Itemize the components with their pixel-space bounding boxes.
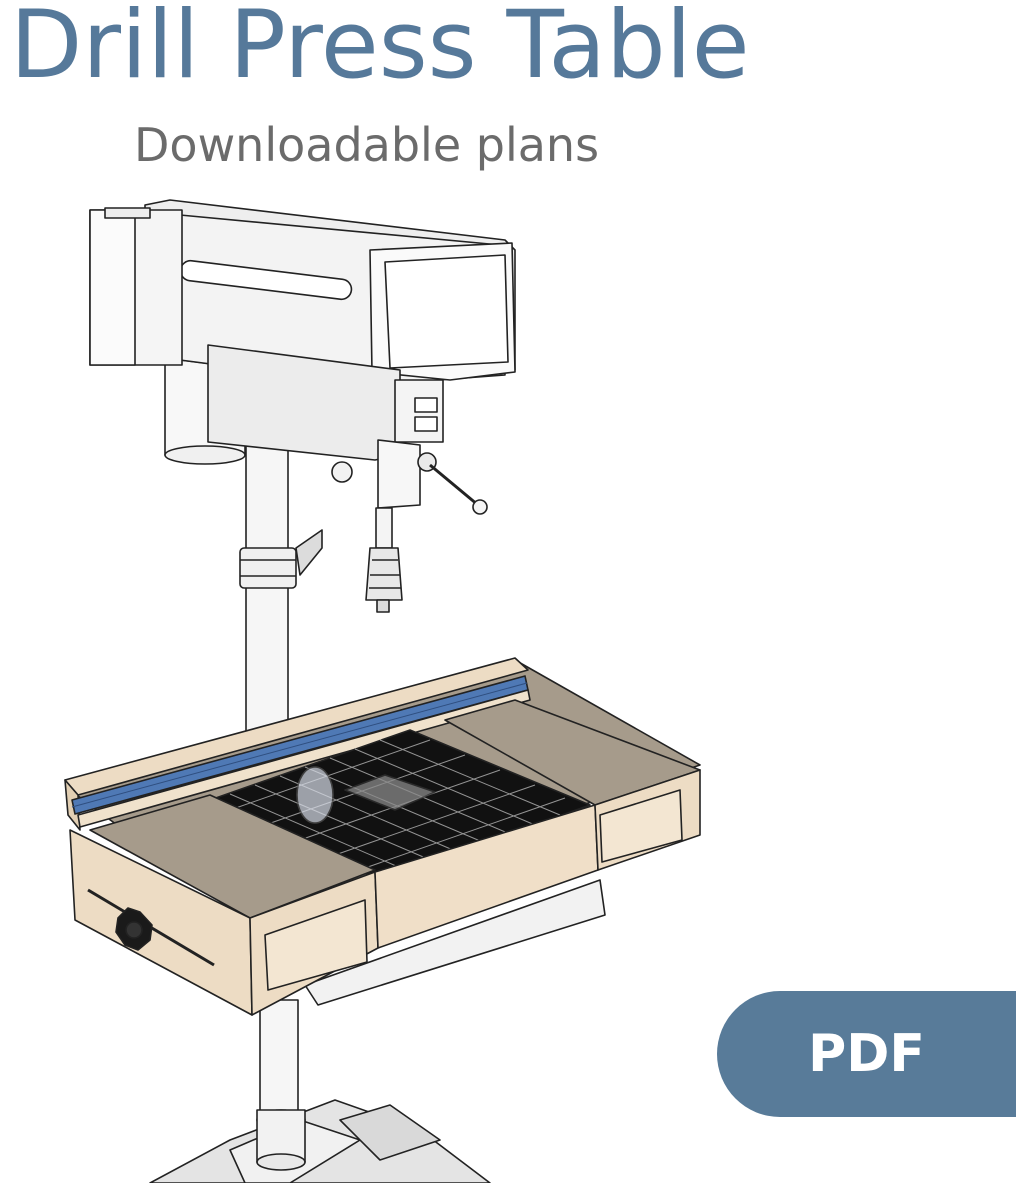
drill-chuck bbox=[365, 507, 403, 613]
pdf-badge: PDF bbox=[717, 991, 1016, 1117]
drill-press-column bbox=[245, 439, 306, 1171]
page-subtitle: Downloadable plans bbox=[134, 118, 600, 172]
table-collar bbox=[239, 529, 323, 589]
drill-press-table bbox=[64, 657, 701, 1016]
page-title: Drill Press Table bbox=[10, 0, 750, 100]
drill-press-base bbox=[149, 1099, 491, 1183]
table-underside bbox=[304, 879, 606, 1006]
drill-press-head bbox=[89, 199, 516, 515]
lock-knob-icon bbox=[115, 907, 153, 951]
